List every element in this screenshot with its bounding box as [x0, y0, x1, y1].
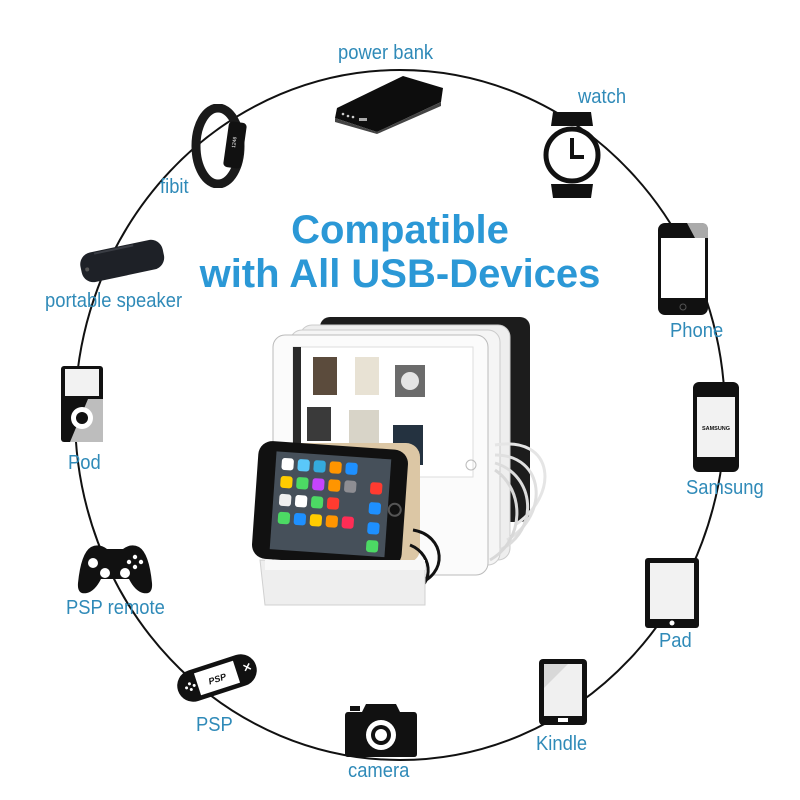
psp-icon: PSP	[177, 654, 257, 702]
fitness-band-icon: 1246	[191, 104, 247, 188]
label-kindle: Kindle	[536, 733, 588, 755]
camera-icon	[345, 704, 417, 757]
watch-icon	[543, 112, 601, 198]
phone-icon	[658, 223, 708, 315]
label-psp-remote: PSP remote	[66, 597, 165, 619]
svg-text:SAMSUNG: SAMSUNG	[702, 426, 730, 432]
music-player-icon	[61, 366, 103, 442]
tablet-icon	[645, 558, 699, 628]
charging-station-image	[252, 317, 547, 606]
label-watch: watch	[578, 86, 627, 108]
label-psp: PSP	[196, 714, 233, 736]
headline-line-2: with All USB-Devices	[199, 252, 601, 296]
label-power-bank: power bank	[338, 42, 434, 64]
label-phone: Phone	[670, 320, 724, 342]
samsung-phone-icon: SAMSUNG	[693, 382, 739, 472]
label-portable-speaker: portable speaker	[45, 290, 183, 312]
power-bank-icon	[335, 76, 443, 134]
label-pod: Pod	[68, 452, 101, 474]
label-camera: camera	[348, 760, 410, 782]
speaker-icon	[80, 239, 165, 283]
svg-text:1246: 1246	[231, 136, 239, 148]
label-fibit: fibit	[160, 176, 189, 198]
label-samsung: Samsung	[686, 477, 764, 499]
label-pad: Pad	[659, 630, 692, 652]
ereader-icon	[539, 659, 587, 725]
headline-line-1: Compatible	[291, 208, 509, 252]
gamepad-icon	[77, 545, 153, 594]
